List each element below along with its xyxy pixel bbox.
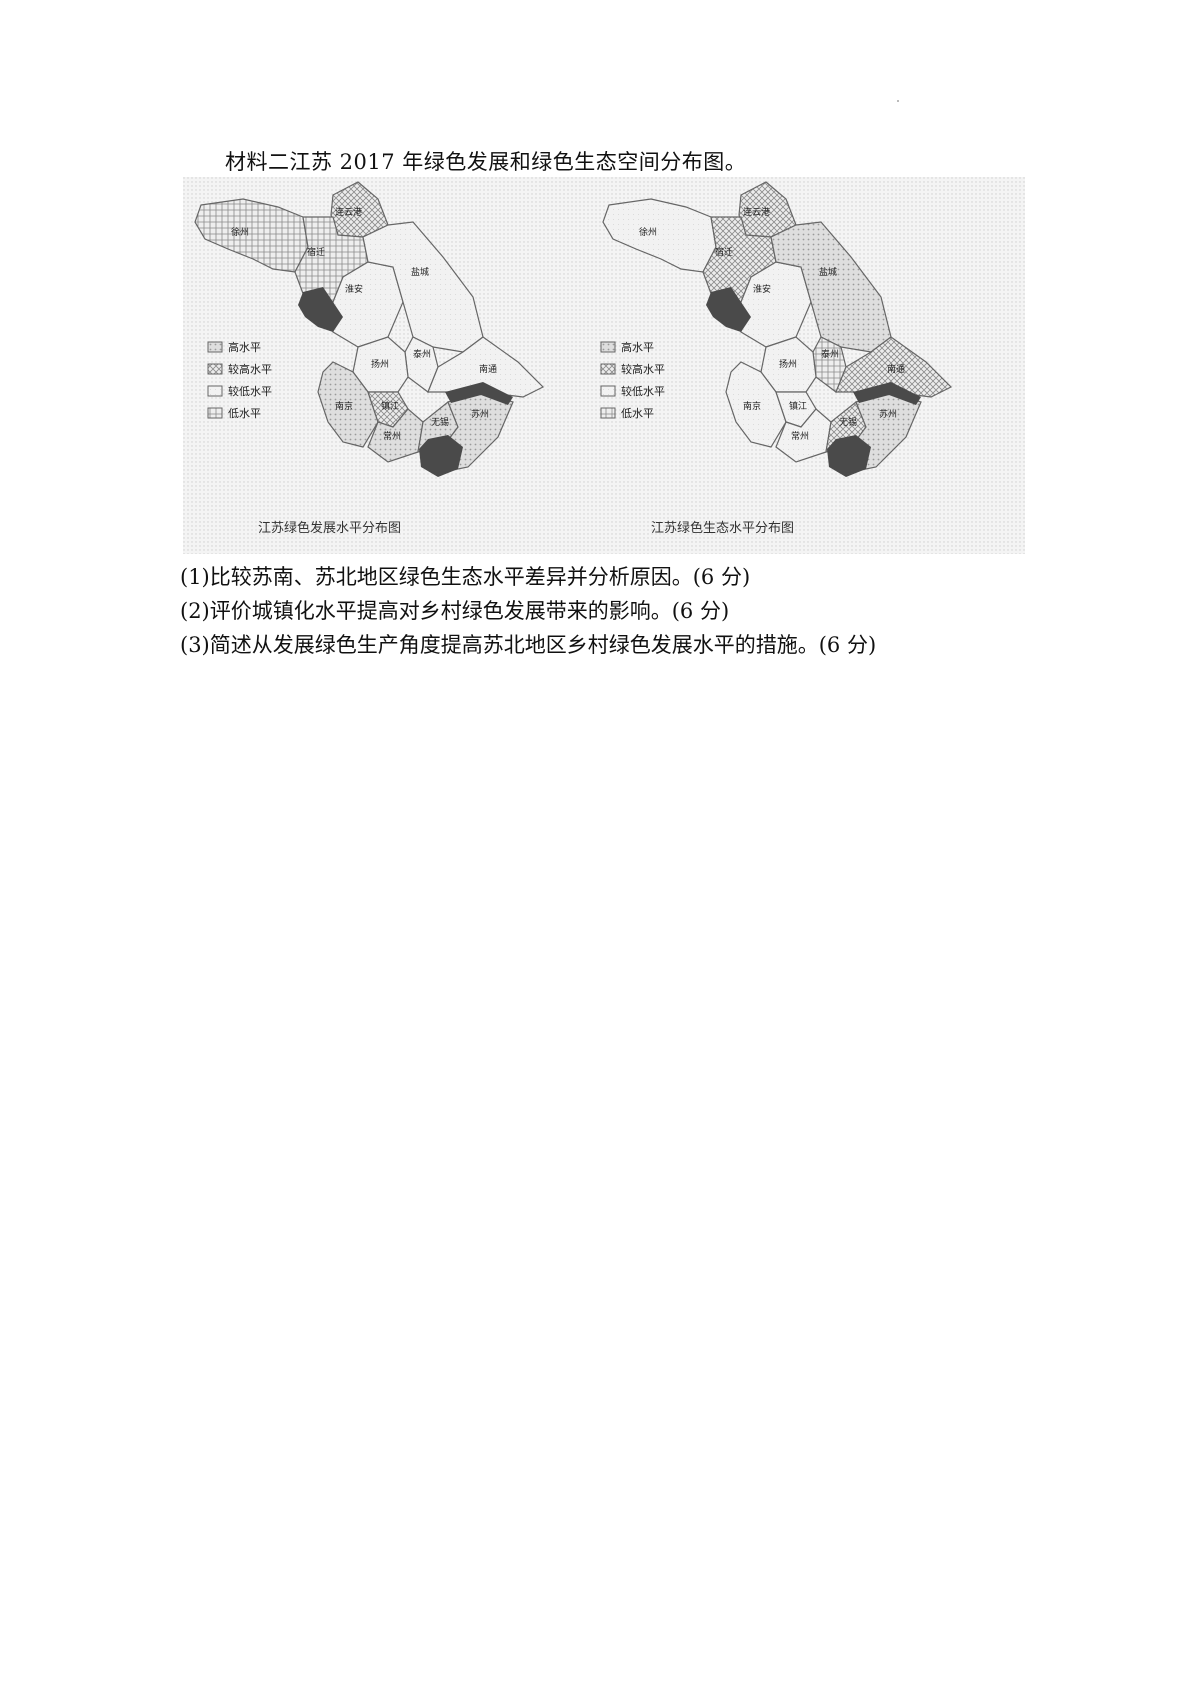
right-legend-high: 高水平 [621,340,654,354]
left-legend-swatch-high [207,341,223,353]
region-nantong [835,336,953,398]
right-label-zhenjiang: 镇江 [789,400,807,412]
right-city-labels: 徐州 连云港 宿迁 淮安 盐城 泰州 扬州 南通 南京 镇江 常州 无锡 苏州 [639,206,905,442]
lake-taihu [827,435,871,477]
right-label-taizhou: 泰州 [821,348,839,360]
left-legend: 高水平 较高水平 较低水平 低水平 [207,340,272,420]
right-label-yangzhou: 扬州 [779,358,797,370]
left-label-suzhou: 苏州 [471,408,489,420]
right-label-lianyungang: 连云港 [743,206,770,218]
region-nanjing [725,361,787,448]
right-legend-higher: 较高水平 [621,362,665,376]
left-map-caption: 江苏绿色发展水平分布图 [258,520,401,536]
left-label-zhenjiang: 镇江 [381,400,399,412]
right-label-nanjing: 南京 [743,400,761,412]
right-legend-swatch-higher [600,363,616,375]
right-legend-swatch-low [600,407,616,419]
left-label-yancheng: 盐城 [411,266,429,278]
right-legend-swatch-lower [600,385,616,397]
left-legend-low: 低水平 [228,407,261,420]
lake-taihu [419,435,463,477]
right-legend-low: 低水平 [621,407,654,420]
left-legend-swatch-higher [207,363,223,375]
left-map [194,181,545,477]
left-city-labels: 徐州 连云港 宿迁 淮安 盐城 泰州 扬州 南通 南京 镇江 常州 无锡 苏州 [231,206,497,442]
left-label-nantong: 南通 [479,363,497,375]
left-legend-higher: 较高水平 [228,362,272,376]
right-label-nantong: 南通 [887,363,905,375]
lake-hongze [706,287,751,332]
left-label-huaian: 淮安 [345,283,363,295]
right-label-xuzhou: 徐州 [639,226,657,238]
left-legend-lower: 较低水平 [228,384,272,398]
left-label-suqian: 宿迁 [307,246,325,258]
right-map-caption: 江苏绿色生态水平分布图 [651,520,794,536]
maps-figure: 徐州 连云港 宿迁 淮安 盐城 泰州 扬州 南通 南京 镇江 常州 无锡 苏州 … [183,177,1025,554]
right-label-changzhou: 常州 [791,430,809,442]
question-list: (1)比较苏南、苏北地区绿色生态水平差异并分析原因。(6 分) (2)评价城镇化… [180,560,876,662]
scan-speck [897,100,899,102]
right-label-suzhou: 苏州 [879,408,897,420]
question-2: (2)评价城镇化水平提高对乡村绿色发展带来的影响。(6 分) [180,599,730,623]
right-label-huaian: 淮安 [753,283,771,295]
river-yangtze [853,382,921,405]
right-map: 徐州 连云港 宿迁 淮安 盐城 泰州 扬州 南通 南京 镇江 常州 无锡 苏州 … [600,181,953,536]
left-label-lianyungang: 连云港 [335,206,362,218]
left-label-changzhou: 常州 [383,430,401,442]
left-label-nanjing: 南京 [335,400,353,412]
question-3: (3)简述从发展绿色生产角度提高苏北地区乡村绿色发展水平的措施。(6 分) [180,633,877,657]
right-label-wuxi: 无锡 [839,417,857,428]
left-legend-high: 高水平 [228,340,261,354]
material-intro: 材料二江苏 2017 年绿色发展和绿色生态空间分布图。 [225,150,747,174]
right-legend: 高水平 较高水平 较低水平 低水平 [600,340,665,420]
left-label-wuxi: 无锡 [431,417,449,428]
left-label-taizhou: 泰州 [413,348,431,360]
region-nanjing [317,361,379,448]
right-label-suqian: 宿迁 [715,246,733,258]
right-label-yancheng: 盐城 [819,266,837,278]
lake-hongze [298,287,343,332]
region-xuzhou [194,198,309,273]
right-legend-swatch-high [600,341,616,353]
question-1: (1)比较苏南、苏北地区绿色生态水平差异并分析原因。(6 分) [180,565,751,589]
left-legend-swatch-lower [207,385,223,397]
left-label-xuzhou: 徐州 [231,226,249,238]
region-nantong [427,336,545,398]
right-legend-lower: 较低水平 [621,384,665,398]
left-legend-swatch-low [207,407,223,419]
left-label-yangzhou: 扬州 [371,358,389,370]
river-yangtze [445,382,513,405]
region-xuzhou [602,198,717,273]
